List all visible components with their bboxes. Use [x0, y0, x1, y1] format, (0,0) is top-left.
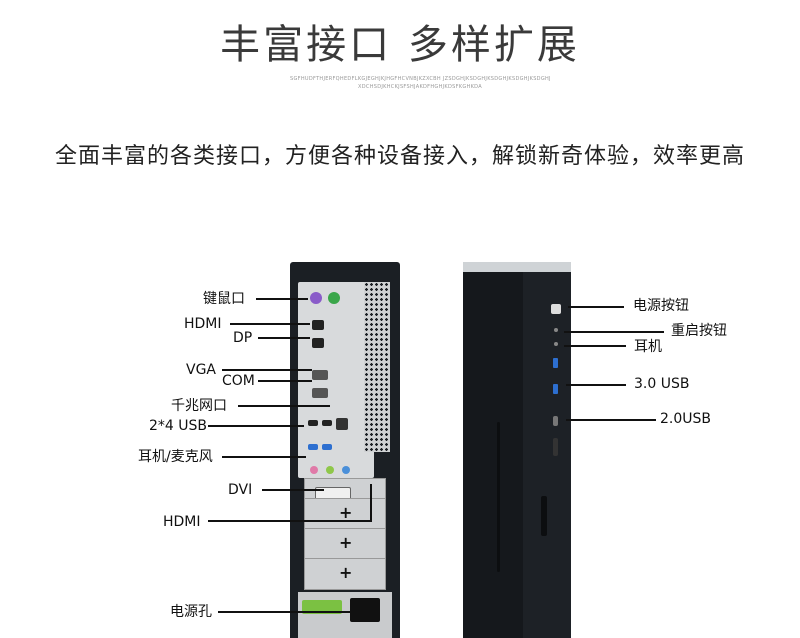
rear-vent-grille	[364, 282, 390, 452]
label-com: COM	[222, 373, 255, 389]
leader-reset-button	[564, 331, 664, 333]
label-power-socket: 电源孔	[170, 604, 212, 620]
front-slot	[541, 496, 547, 536]
front-tower-image	[463, 262, 571, 638]
leader-dp	[258, 337, 310, 339]
audio-jack-pink	[310, 466, 318, 474]
usb2-port-a	[308, 420, 318, 426]
label-reset-button: 重启按钮	[671, 323, 727, 339]
vga-port	[312, 370, 328, 380]
ps2-mouse-port	[310, 292, 322, 304]
label-audio: 耳机/麦克风	[138, 449, 213, 465]
audio-jack-blue	[342, 466, 350, 474]
leader-dvi	[262, 489, 324, 491]
label-usb: 2*4 USB	[149, 418, 208, 434]
front-top-strip	[463, 262, 571, 272]
front-usb3-a	[553, 358, 558, 368]
leader-power-socket	[218, 611, 358, 613]
expansion-slot-3: +	[304, 558, 386, 590]
decorative-subtitle-line-2: XDCHSDJKHCKJSFSHJAKDFHGHJKDSFKGHKDA	[358, 84, 482, 90]
expansion-slot-2: +	[304, 528, 386, 560]
leader-keyboard-mouse	[256, 298, 308, 300]
front-usb2-a	[553, 416, 558, 426]
tagline: 全面丰富的各类接口，方便各种设备接入，解锁新奇体验，效率更高	[54, 144, 745, 169]
power-button	[551, 304, 561, 314]
label-gigabit-lan: 千兆网口	[171, 398, 227, 414]
label-keyboard-mouse: 键鼠口	[203, 291, 245, 307]
label-dvi: DVI	[228, 482, 253, 498]
label-power-button: 电源按钮	[633, 298, 689, 314]
label-hdmi-bottom: HDMI	[163, 514, 201, 530]
dp-port	[312, 338, 324, 348]
leader-headphone	[564, 345, 626, 347]
front-panel	[523, 272, 571, 638]
com-port	[312, 388, 328, 398]
label-headphone: 耳机	[634, 339, 662, 355]
front-usb3-b	[553, 384, 558, 394]
leader-hdmi-top	[230, 323, 310, 325]
leader-gigabit-lan	[238, 405, 330, 407]
label-usb2: 2.0USB	[660, 411, 712, 427]
front-groove	[497, 422, 500, 572]
rear-tower-image: + + +	[290, 262, 400, 638]
leader-hdmi-bottom	[208, 520, 372, 522]
lan-port	[336, 418, 348, 430]
psu-label	[302, 600, 342, 614]
page-title: 丰富接口 多样扩展	[220, 22, 580, 68]
leader-com	[258, 380, 312, 382]
headphone-jack	[554, 342, 558, 346]
psu-area	[298, 592, 392, 638]
leader-usb2	[566, 419, 656, 421]
usb3-port-a	[308, 444, 318, 450]
leader-vga	[222, 369, 312, 371]
leader-power-button	[568, 306, 624, 308]
ps2-keyboard-port	[328, 292, 340, 304]
hdmi-port	[312, 320, 324, 330]
leader-usb	[208, 425, 304, 427]
leader-audio	[222, 456, 306, 458]
power-socket	[350, 598, 380, 622]
usb3-port-b	[322, 444, 332, 450]
leader-usb3	[566, 384, 626, 386]
expansion-slot-1: +	[304, 498, 386, 530]
label-hdmi-top: HDMI	[184, 316, 222, 332]
decorative-subtitle-line-1: SGFHUDFTHJERFQHEDFLKGJEGHJKJHGFHCVNBJKZX…	[290, 76, 550, 82]
label-vga: VGA	[186, 362, 217, 378]
label-dp: DP	[233, 330, 253, 346]
usb2-port-b	[322, 420, 332, 426]
reset-button	[554, 328, 558, 332]
front-usb2-b	[553, 438, 558, 456]
label-usb3: 3.0 USB	[634, 376, 690, 392]
audio-jack-green	[326, 466, 334, 474]
leader-hdmi-bottom-vertical	[370, 484, 372, 522]
